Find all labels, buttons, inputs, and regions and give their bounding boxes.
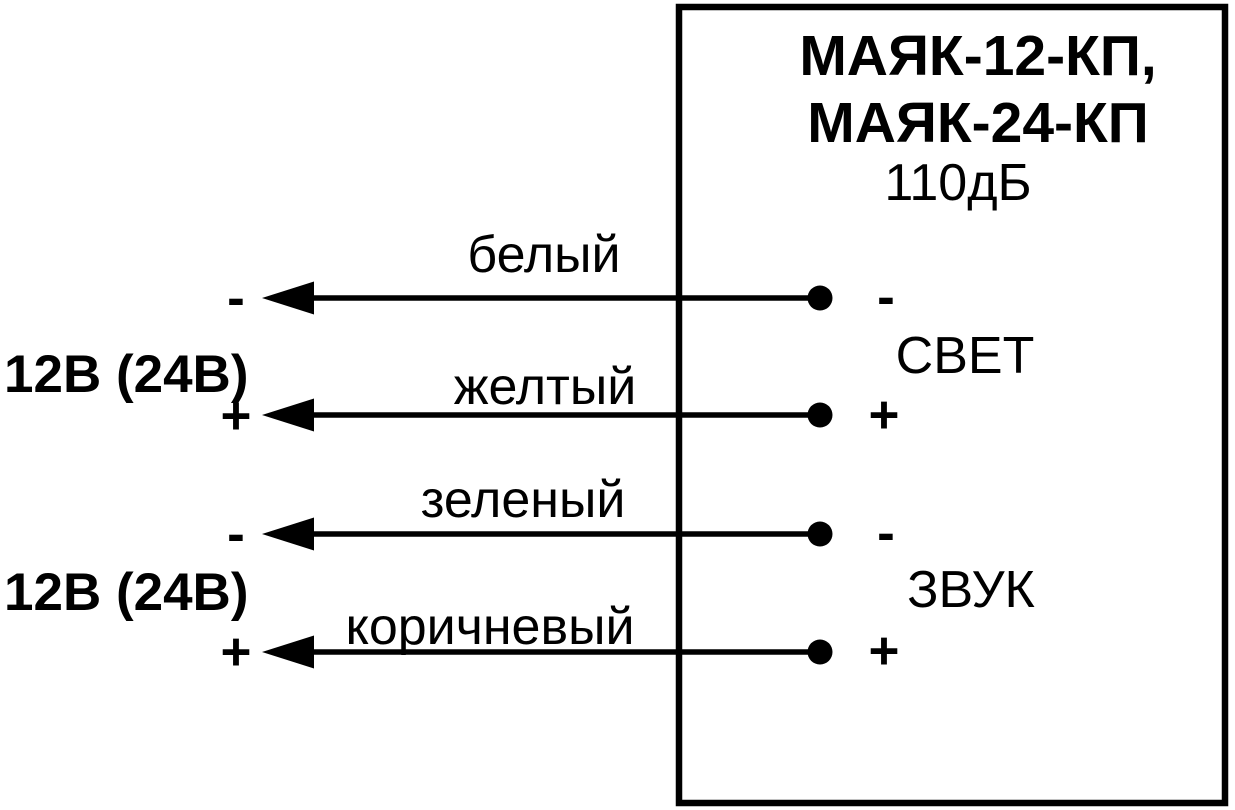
arrowhead-white-wire — [262, 281, 314, 315]
arrowhead-yellow-wire — [262, 398, 314, 432]
terminal-dot-light-minus — [807, 285, 833, 311]
device-outline-box — [675, 3, 1229, 807]
arrowhead-brown-wire — [262, 635, 314, 669]
terminal-dot-light-plus — [807, 402, 833, 428]
wire-label-yellow: желтый — [454, 358, 637, 416]
wire-label-green: зеленый — [421, 471, 626, 529]
supply-1-plus-sign: + — [221, 387, 252, 446]
wire-label-white: белый — [467, 226, 620, 284]
supply-2-plus-sign: + — [221, 623, 252, 682]
device-title-line2: МАЯК-24-КП — [807, 91, 1149, 155]
terminal-sound-minus-sign: - — [877, 504, 895, 563]
terminal-dot-sound-plus — [807, 639, 833, 665]
arrowhead-green-wire — [262, 517, 314, 551]
terminal-light-plus-sign: + — [869, 386, 900, 445]
supply-2-minus-sign: - — [227, 505, 245, 564]
wire-label-brown: коричневый — [346, 598, 635, 656]
supply-2-label: 12В (24В) — [4, 563, 248, 622]
supply-1-label: 12В (24В) — [4, 345, 248, 404]
terminal-light-label: СВЕТ — [896, 327, 1035, 385]
terminal-sound-label: ЗВУК — [907, 561, 1035, 619]
device-sound-level: 110дБ — [884, 154, 1031, 212]
supply-1-minus-sign: - — [227, 269, 245, 328]
device-title-line1: МАЯК-12-КП, — [799, 24, 1156, 88]
terminal-dot-sound-minus — [807, 521, 833, 547]
terminal-sound-plus-sign: + — [869, 622, 900, 681]
terminal-light-minus-sign: - — [877, 268, 895, 327]
